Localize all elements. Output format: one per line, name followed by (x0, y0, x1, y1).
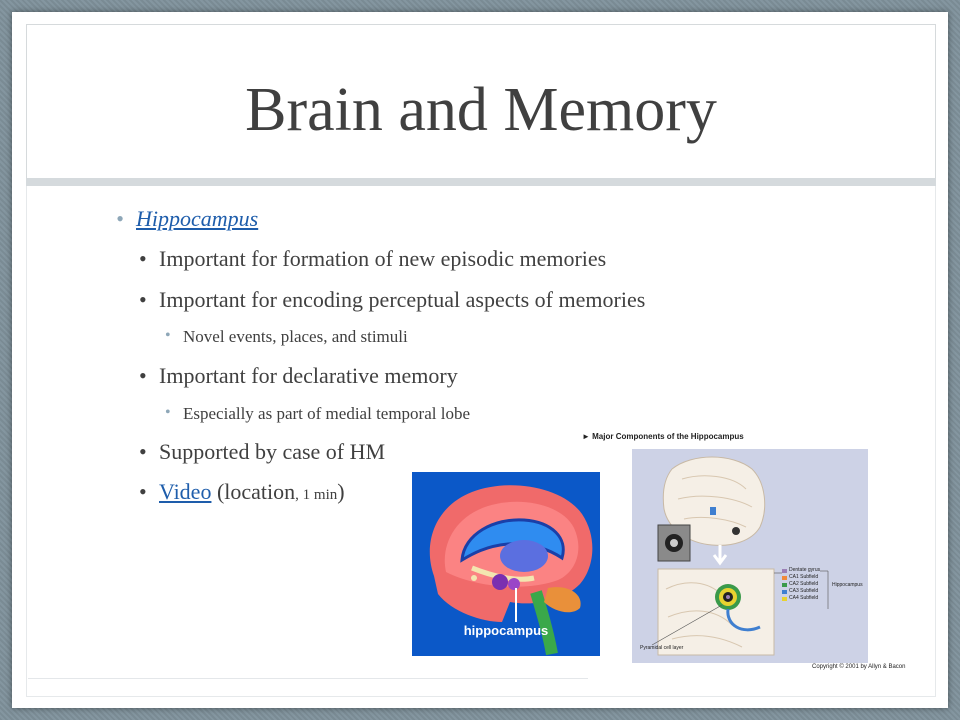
bullet-episodic: • Important for formation of new episodi… (139, 246, 607, 272)
title-divider (26, 178, 936, 186)
pyramidal-label: Pyramidal cell layer (640, 645, 684, 651)
slide: Brain and Memory • Hippocampus • Importa… (12, 12, 948, 708)
bullet-novel: • Novel events, places, and stimuli (165, 327, 408, 347)
bullet-text: Important for encoding perceptual aspect… (159, 287, 646, 312)
video-link[interactable]: Video (159, 479, 212, 504)
bullet-text: Important for formation of new episodic … (159, 246, 607, 271)
body-box (26, 186, 936, 697)
bullet-video: • Video (location, 1 min) (139, 479, 345, 505)
diagram-legend: Dentate gyrus CA1 Subfield CA2 Subfield … (782, 567, 820, 602)
slide-title: Brain and Memory (245, 76, 717, 144)
diagram-title: ► Major Components of the Hippocampus (582, 432, 744, 441)
bullet-dot: • (139, 439, 147, 464)
diagram-illustration (651, 456, 829, 656)
bullet-text: Especially as part of medial temporal lo… (183, 404, 471, 423)
bullet-perceptual: • Important for encoding perceptual aspe… (139, 287, 646, 313)
bullet-dot: • (139, 479, 147, 504)
brain-image: hippocampus (412, 472, 600, 656)
legend-item: CA4 Subfield (782, 595, 820, 602)
legend-side-label: Hippocampus (832, 582, 863, 588)
bullet-hm: • Supported by case of HM (139, 439, 386, 465)
hippocampus-diagram: Dentate gyrus CA1 Subfield CA2 Subfield … (632, 449, 868, 663)
bullet-dot: • (139, 287, 147, 312)
bullet-text: Novel events, places, and stimuli (183, 327, 408, 346)
legend-item: CA3 Subfield (782, 588, 820, 595)
bullet-declarative: • Important for declarative memory (139, 363, 458, 389)
legend-item: CA1 Subfield (782, 574, 820, 581)
video-location-text: (location (211, 479, 296, 504)
video-duration: , 1 min (295, 487, 338, 503)
brain-illustration (429, 485, 593, 656)
bullet-dot: • (165, 327, 171, 344)
brain-image-label: hippocampus (463, 623, 549, 638)
bottom-line (28, 678, 588, 679)
legend-item: Dentate gyrus (782, 567, 820, 574)
diagram-copyright: Copyright © 2001 by Allyn & Bacon (812, 664, 906, 670)
bullet-dot: • (139, 363, 147, 388)
video-close-paren: ) (337, 479, 345, 504)
legend-item: CA2 Subfield (782, 581, 820, 588)
bullet-dot: • (139, 246, 147, 271)
hippocampus-link[interactable]: Hippocampus (136, 206, 259, 231)
bullet-dot: • (116, 206, 124, 231)
bullet-medial: • Especially as part of medial temporal … (165, 404, 471, 424)
bullet-text: Important for declarative memory (159, 363, 458, 388)
bullet-hippocampus: • Hippocampus (116, 206, 259, 232)
bullet-text: Supported by case of HM (159, 439, 386, 464)
title-box: Brain and Memory (26, 24, 936, 180)
bullet-dot: • (165, 404, 171, 421)
